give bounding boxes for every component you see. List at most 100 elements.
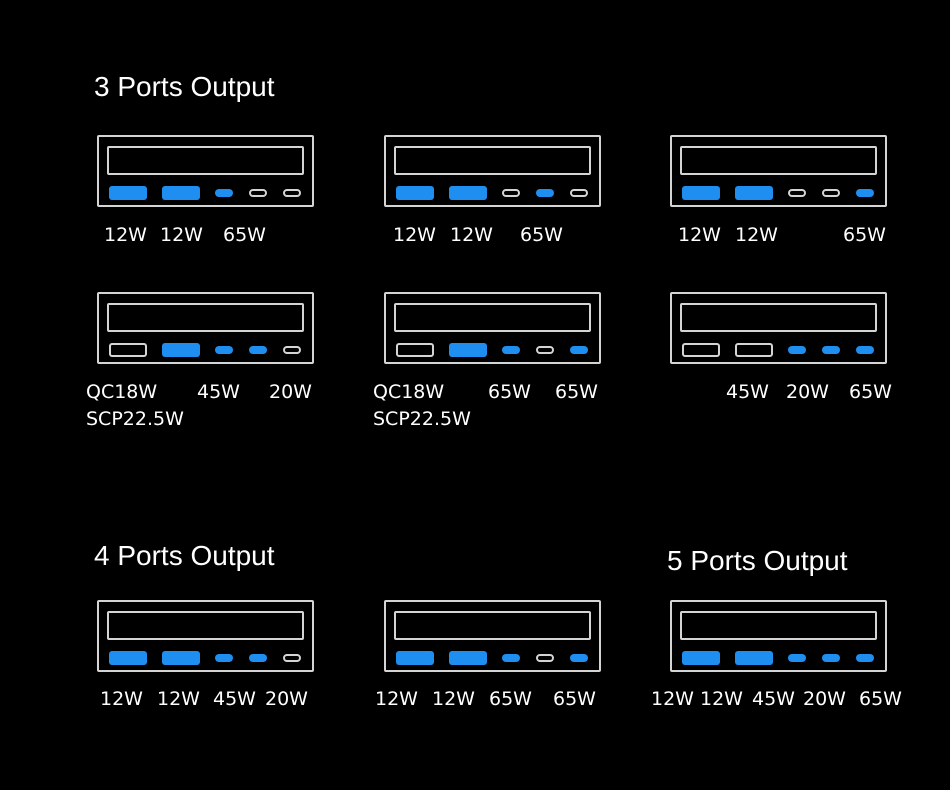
usb-a-port-active [162, 186, 200, 200]
usb-c-port-inactive [283, 189, 301, 197]
power-label: 20W [265, 688, 308, 710]
usb-a-port-active [735, 186, 773, 200]
power-label: QC18W [86, 381, 158, 403]
display-screen [107, 303, 304, 332]
usb-a-port-active [682, 651, 720, 665]
usb-a-port-inactive [735, 343, 773, 357]
power-label: 65W [553, 688, 596, 710]
power-label: SCP22.5W [373, 408, 471, 430]
power-label: 65W [859, 688, 902, 710]
heading-3-ports: 3 Ports Output [94, 71, 275, 102]
usb-c-port-inactive [283, 654, 301, 662]
usb-a-port-active [396, 186, 434, 200]
power-label: 12W [432, 688, 475, 710]
usb-c-port-active [215, 189, 233, 197]
power-label: 65W [520, 224, 563, 246]
usb-a-port-active [396, 651, 434, 665]
display-screen [680, 611, 877, 640]
device-4 [97, 292, 314, 364]
power-label: 45W [752, 688, 795, 710]
usb-a-port-active [109, 651, 147, 665]
usb-c-port-active [502, 654, 520, 662]
power-label: 12W [735, 224, 778, 246]
power-label: 45W [726, 381, 769, 403]
usb-c-port-inactive [283, 346, 301, 354]
display-screen [107, 611, 304, 640]
display-screen [394, 146, 591, 175]
power-label: QC18W [373, 381, 445, 403]
usb-c-port-active [536, 189, 554, 197]
usb-c-port-inactive [536, 654, 554, 662]
power-label: 20W [269, 381, 312, 403]
usb-a-port-active [162, 343, 200, 357]
usb-c-port-inactive [502, 189, 520, 197]
power-label: 12W [375, 688, 418, 710]
power-label: 65W [555, 381, 598, 403]
power-label: 65W [849, 381, 892, 403]
power-label: 12W [651, 688, 694, 710]
usb-c-port-active [856, 654, 874, 662]
usb-c-port-active [570, 346, 588, 354]
usb-a-port-active [682, 186, 720, 200]
power-label: 12W [450, 224, 493, 246]
usb-a-port-active [735, 651, 773, 665]
usb-c-port-active [856, 189, 874, 197]
display-screen [394, 303, 591, 332]
usb-c-port-inactive [536, 346, 554, 354]
usb-a-port-active [449, 343, 487, 357]
power-label: 65W [843, 224, 886, 246]
device-3 [670, 135, 887, 207]
power-label: 12W [157, 688, 200, 710]
usb-a-port-inactive [109, 343, 147, 357]
device-2 [384, 135, 601, 207]
power-label: 12W [104, 224, 147, 246]
usb-c-port-inactive [822, 189, 840, 197]
power-label: 45W [197, 381, 240, 403]
power-label: 20W [803, 688, 846, 710]
usb-c-port-active [215, 654, 233, 662]
power-label: 12W [678, 224, 721, 246]
usb-c-port-inactive [570, 189, 588, 197]
power-label: SCP22.5W [86, 408, 184, 430]
display-screen [394, 611, 591, 640]
usb-a-port-inactive [682, 343, 720, 357]
usb-c-port-active [856, 346, 874, 354]
usb-c-port-active [249, 346, 267, 354]
power-label: 65W [488, 381, 531, 403]
display-screen [680, 146, 877, 175]
usb-c-port-inactive [249, 189, 267, 197]
display-screen [107, 146, 304, 175]
usb-a-port-active [162, 651, 200, 665]
usb-c-port-active [502, 346, 520, 354]
device-7 [97, 600, 314, 672]
usb-c-port-inactive [788, 189, 806, 197]
power-label: 12W [700, 688, 743, 710]
heading-4-ports: 4 Ports Output [94, 540, 275, 571]
power-label: 12W [160, 224, 203, 246]
usb-a-port-inactive [396, 343, 434, 357]
usb-c-port-active [570, 654, 588, 662]
usb-c-port-active [822, 654, 840, 662]
device-8 [384, 600, 601, 672]
device-9 [670, 600, 887, 672]
usb-a-port-active [449, 651, 487, 665]
usb-c-port-active [788, 346, 806, 354]
usb-c-port-active [822, 346, 840, 354]
display-screen [680, 303, 877, 332]
power-label: 65W [489, 688, 532, 710]
usb-c-port-active [215, 346, 233, 354]
power-label: 12W [100, 688, 143, 710]
heading-5-ports: 5 Ports Output [667, 545, 848, 576]
usb-c-port-active [249, 654, 267, 662]
power-label: 45W [213, 688, 256, 710]
usb-a-port-active [449, 186, 487, 200]
power-label: 65W [223, 224, 266, 246]
usb-c-port-active [788, 654, 806, 662]
power-label: 12W [393, 224, 436, 246]
usb-a-port-active [109, 186, 147, 200]
power-label: 20W [786, 381, 829, 403]
device-5 [384, 292, 601, 364]
device-1 [97, 135, 314, 207]
device-6 [670, 292, 887, 364]
